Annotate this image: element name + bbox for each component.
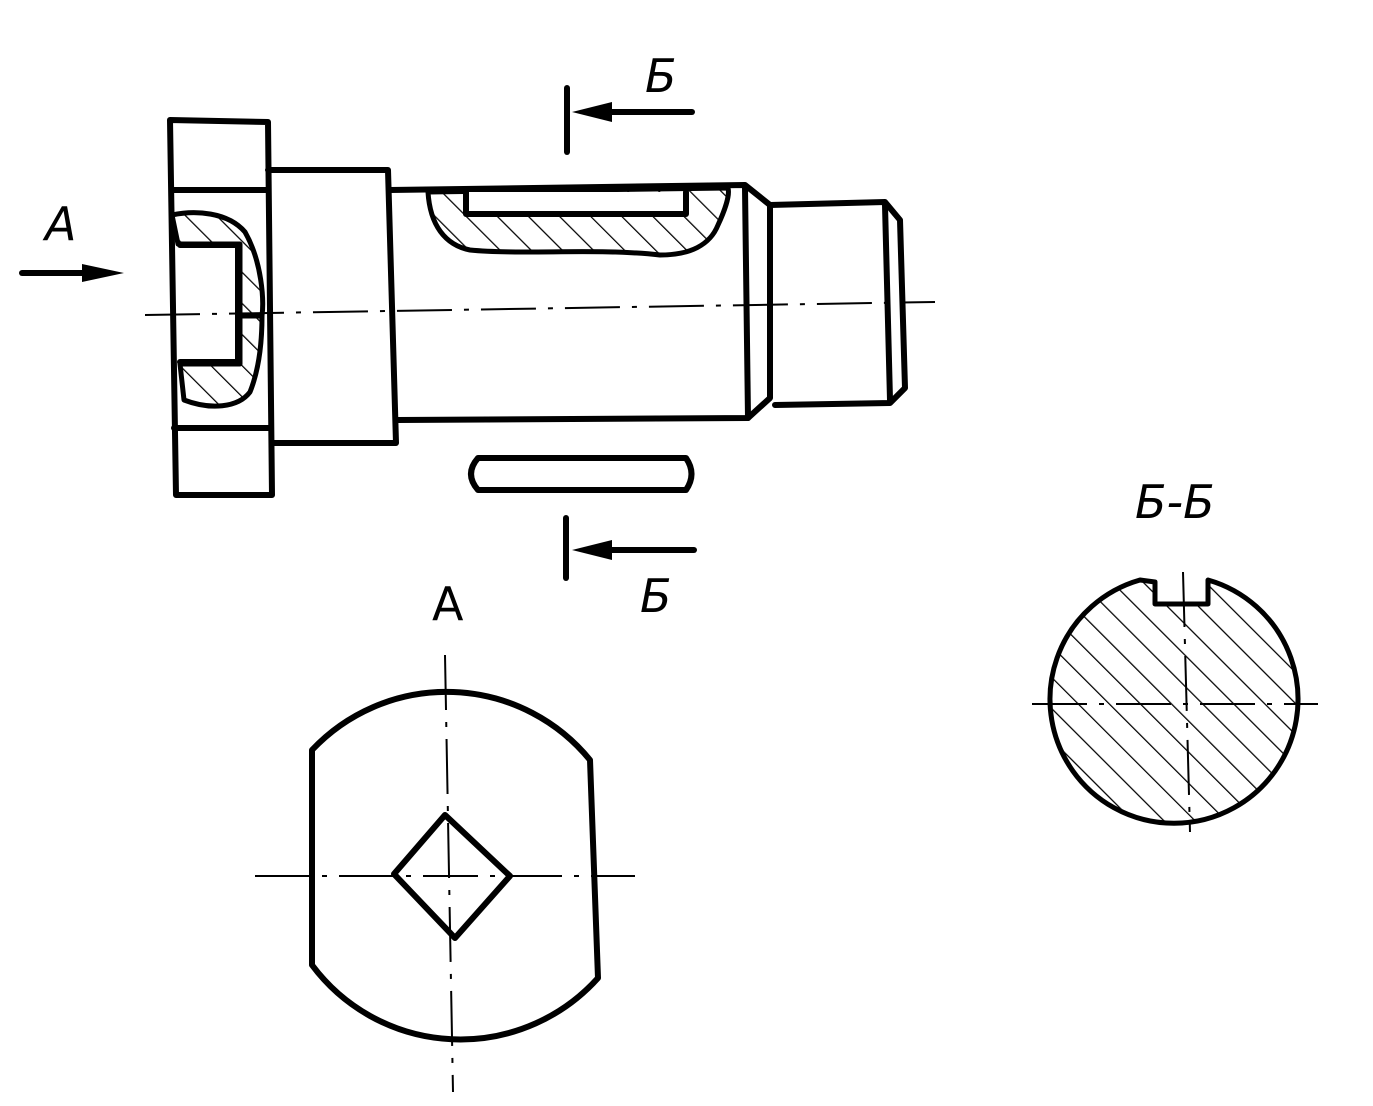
view-a-outline bbox=[309, 688, 601, 1043]
socket-outline bbox=[177, 242, 241, 365]
body-outline bbox=[387, 182, 773, 423]
cut-label-top: Б bbox=[645, 49, 677, 103]
socket-section-lower bbox=[177, 313, 265, 409]
groove-line bbox=[742, 185, 751, 421]
view-arrow-a-label: А bbox=[42, 197, 76, 251]
keyway-slot bbox=[463, 189, 689, 217]
shaft-main-view bbox=[144, 117, 936, 498]
view-a: А bbox=[255, 577, 635, 1093]
square-hole bbox=[391, 812, 513, 941]
journal-outline bbox=[767, 199, 908, 408]
key-outline bbox=[468, 455, 695, 493]
view-arrow-a-head bbox=[82, 264, 124, 282]
collar-outline bbox=[265, 167, 399, 446]
view-a-vertical-axis bbox=[444, 654, 454, 1093]
section-bb: Б-Б bbox=[1032, 475, 1318, 833]
shaft-centerline bbox=[144, 301, 936, 316]
cut-arrow-top-head bbox=[572, 102, 612, 122]
cutting-plane-top: Б bbox=[564, 49, 695, 155]
section-bb-vertical-axis bbox=[1182, 571, 1191, 833]
view-a-title: А bbox=[432, 577, 464, 631]
cut-arrow-bottom-head bbox=[572, 540, 612, 560]
view-arrow-a: А bbox=[19, 197, 124, 282]
socket-section-upper bbox=[169, 210, 266, 319]
flange-outline bbox=[167, 117, 275, 498]
cut-label-bottom: Б bbox=[640, 569, 672, 623]
section-bb-title: Б-Б bbox=[1135, 475, 1215, 529]
cutting-plane-bottom: Б bbox=[563, 515, 697, 623]
section-bb-body bbox=[1047, 577, 1301, 826]
